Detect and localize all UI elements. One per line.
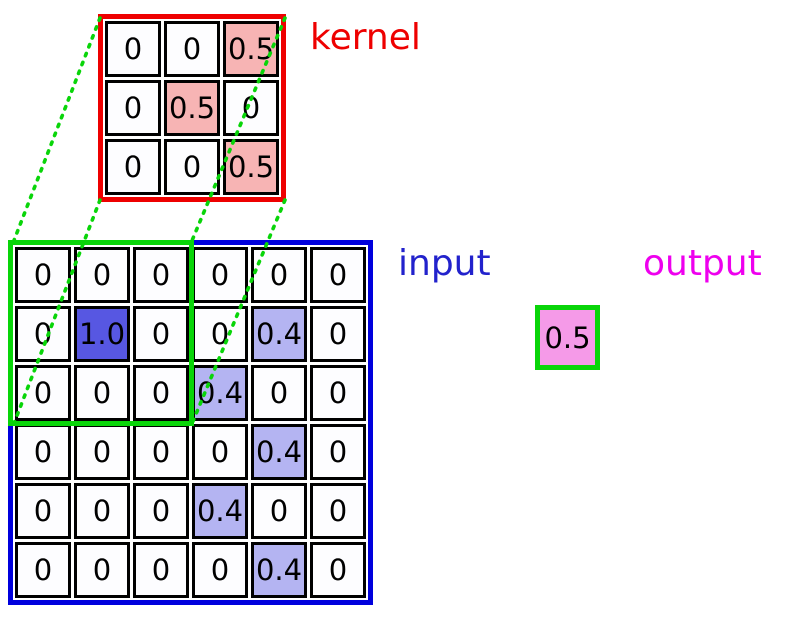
- receptive-field-highlight: [8, 240, 194, 426]
- kernel-cell: 0: [105, 21, 161, 77]
- input-cell: 0: [310, 365, 366, 421]
- input-cell: 0: [133, 483, 189, 539]
- input-cell: 0: [133, 365, 189, 421]
- output-value: 0.5: [544, 320, 591, 355]
- input-cell: 0: [15, 542, 71, 598]
- input-cell: 0.4: [251, 542, 307, 598]
- input-cell: 0: [310, 306, 366, 362]
- input-label: input: [398, 243, 491, 284]
- kernel-cell: 0: [105, 80, 161, 136]
- input-cell: 0: [15, 424, 71, 480]
- input-cell: 0.4: [251, 424, 307, 480]
- output-cell: 0.5: [535, 305, 600, 370]
- output-label: output: [643, 243, 762, 284]
- input-cell: 0: [310, 542, 366, 598]
- input-cell: 0: [192, 542, 248, 598]
- input-cell: 0: [133, 542, 189, 598]
- input-cell: 0: [192, 306, 248, 362]
- kernel-cell: 0.5: [223, 21, 279, 77]
- kernel-cell: 0.5: [223, 139, 279, 195]
- input-cell: 0: [133, 306, 189, 362]
- input-cell: 0: [133, 424, 189, 480]
- input-cell: 0: [310, 424, 366, 480]
- input-cell: 0: [251, 365, 307, 421]
- input-cell: 0.4: [251, 306, 307, 362]
- input-cell: 0.4: [192, 365, 248, 421]
- input-cell: 0: [310, 483, 366, 539]
- input-cell: 0: [192, 424, 248, 480]
- input-cell: 0: [251, 247, 307, 303]
- input-cell: 0: [251, 483, 307, 539]
- kernel-cell: 0.5: [164, 80, 220, 136]
- input-cell: 0.4: [192, 483, 248, 539]
- input-cell: 0: [192, 247, 248, 303]
- input-cell: 0: [74, 424, 130, 480]
- kernel-label: kernel: [310, 17, 421, 58]
- input-cell: 0: [15, 483, 71, 539]
- input-cell: 0: [74, 542, 130, 598]
- projection-line-top-left: [11, 16, 102, 245]
- input-cell: 0: [74, 483, 130, 539]
- input-cell: 0: [133, 247, 189, 303]
- kernel-cell: 0: [223, 80, 279, 136]
- kernel-cell: 0: [105, 139, 161, 195]
- input-cell: 0: [310, 247, 366, 303]
- kernel-cell: 0: [164, 21, 220, 77]
- kernel-cell: 0: [164, 139, 220, 195]
